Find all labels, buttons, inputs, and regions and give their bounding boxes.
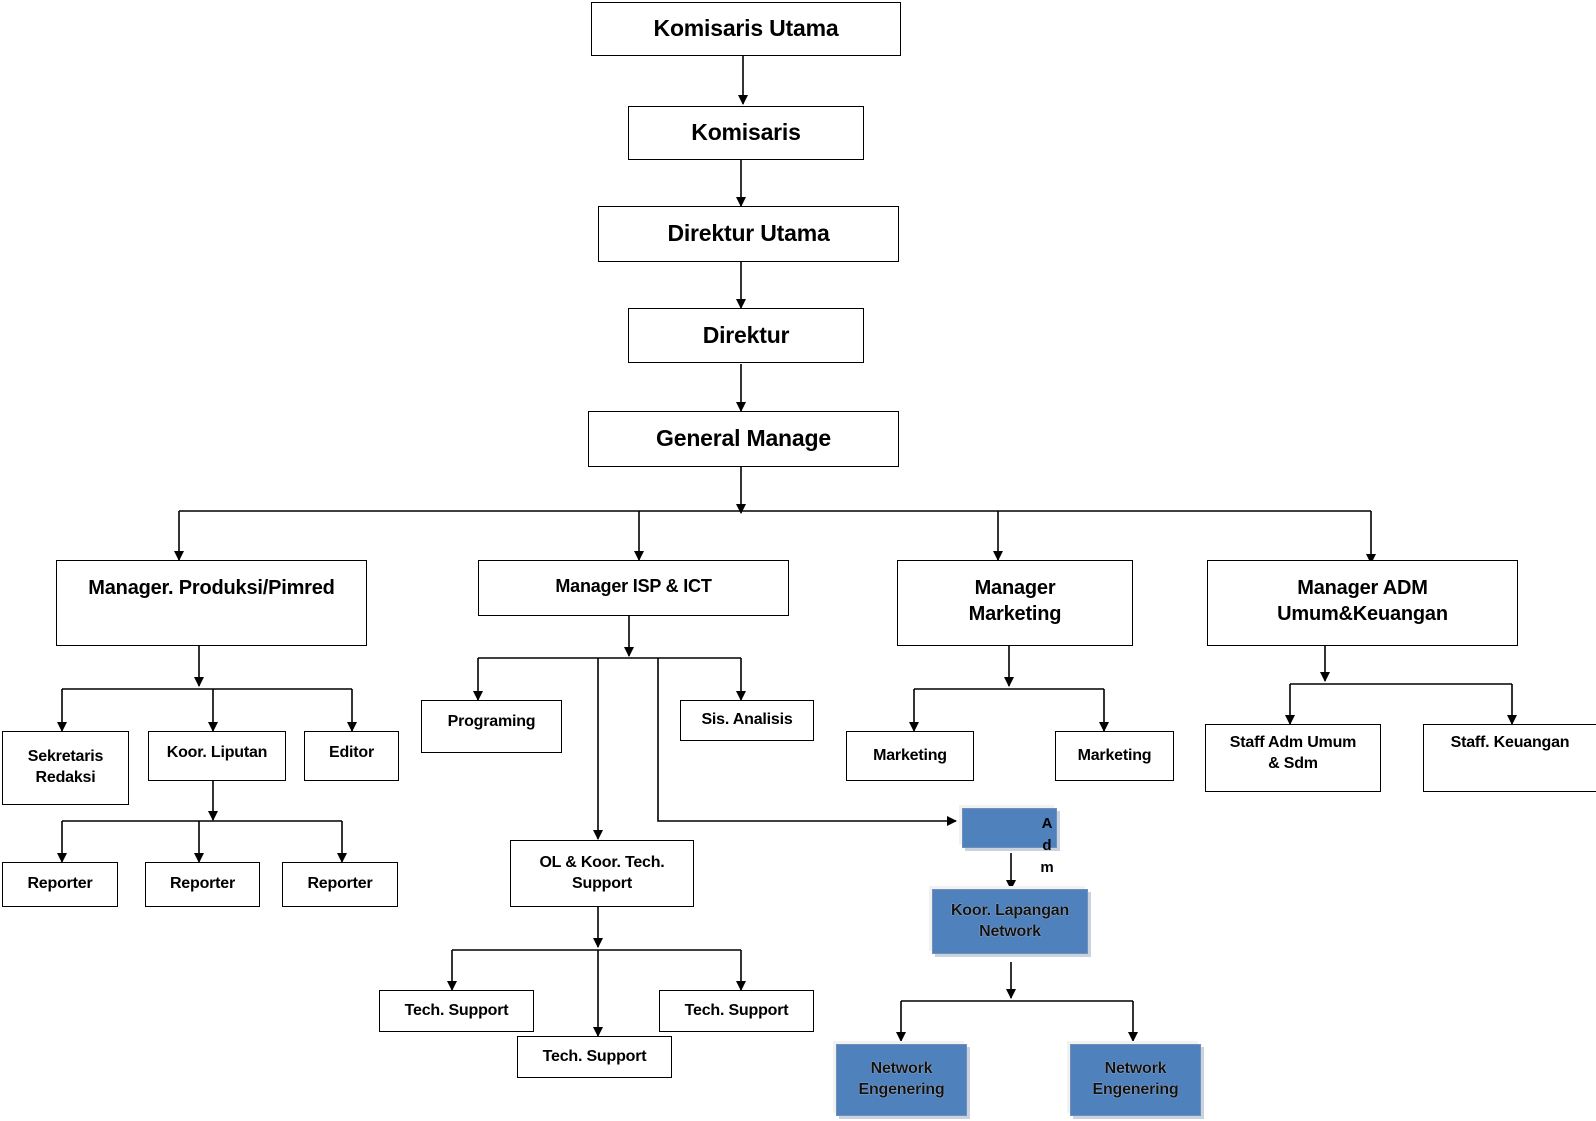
manager-isp-label: Manager ISP & ICT: [555, 576, 712, 596]
direktur-box: Direktur: [628, 308, 864, 363]
sekretaris-redaksi-box: Sekretaris Redaksi: [2, 731, 129, 805]
editor-label: Editor: [328, 744, 375, 761]
manager-marketing-box: Manager Marketing: [897, 560, 1133, 646]
reporter-box-2: Reporter: [145, 862, 260, 907]
manager-adm-box: Manager ADM Umum&Keuangan: [1207, 560, 1518, 646]
general-manager-label: General Manage: [656, 425, 831, 452]
direktur-label: Direktur: [702, 321, 790, 348]
tech-support-label-2: Tech. Support: [684, 1001, 789, 1019]
koor-lapangan-network-label: Koor. Lapangan Network: [950, 901, 1070, 940]
marketing-box-2: Marketing: [1055, 731, 1174, 781]
manager-isp-box: Manager ISP & ICT: [478, 560, 789, 616]
tech-support-box-1: Tech. Support: [379, 990, 534, 1032]
network-engenering-box-1: Network Engenering: [836, 1044, 967, 1116]
sis-analisis-box: Sis. Analisis: [680, 700, 814, 741]
manager-marketing-label: Manager Marketing: [968, 577, 1062, 625]
komisaris-utama-box: Komisaris Utama: [591, 2, 901, 56]
manager-produksi-box: Manager. Produksi/Pimred: [56, 560, 367, 646]
adm-box: [962, 808, 1057, 848]
koor-liputan-box: Koor. Liputan: [148, 731, 286, 781]
network-engenering-label-2: Network Engenering: [1092, 1060, 1179, 1098]
tech-support-label-3: Tech. Support: [542, 1047, 647, 1065]
direktur-utama-box: Direktur Utama: [598, 206, 899, 262]
sis-analisis-label: Sis. Analisis: [701, 711, 793, 728]
reporter-label-2: Reporter: [169, 875, 236, 893]
editor-box: Editor: [304, 731, 399, 781]
adm-label: A d m: [1040, 815, 1054, 876]
sekretaris-redaksi-label: Sekretaris Redaksi: [27, 748, 104, 786]
staff-keuangan-label: Staff. Keuangan: [1450, 734, 1570, 751]
tech-support-box-2: Tech. Support: [659, 990, 814, 1032]
general-manager-box: General Manage: [588, 411, 899, 467]
manager-produksi-label: Manager. Produksi/Pimred: [88, 577, 335, 599]
marketing-label-1: Marketing: [873, 746, 947, 764]
komisaris-label: Komisaris: [691, 119, 801, 146]
koor-lapangan-network-box: Koor. Lapangan Network: [932, 889, 1088, 954]
staff-adm-umum-label: Staff Adm Umum & Sdm: [1229, 734, 1357, 772]
tech-support-box-3: Tech. Support: [517, 1036, 672, 1078]
reporter-box-3: Reporter: [282, 862, 398, 907]
reporter-box-1: Reporter: [2, 862, 118, 907]
tech-support-label-1: Tech. Support: [404, 1001, 509, 1019]
manager-adm-label: Manager ADM Umum&Keuangan: [1277, 577, 1448, 625]
programing-label: Programing: [447, 713, 536, 730]
programing-box: Programing: [421, 700, 562, 753]
koor-liputan-label: Koor. Liputan: [166, 744, 268, 761]
marketing-box-1: Marketing: [846, 731, 974, 781]
reporter-label-1: Reporter: [27, 875, 93, 893]
network-engenering-label-1: Network Engenering: [858, 1060, 945, 1098]
direktur-utama-label: Direktur Utama: [667, 220, 830, 247]
ol-koor-tech-support-box: OL & Koor. Tech. Support: [510, 840, 694, 907]
reporter-label-3: Reporter: [307, 875, 373, 893]
marketing-label-2: Marketing: [1077, 746, 1152, 764]
staff-adm-umum-box: Staff Adm Umum & Sdm: [1205, 724, 1381, 792]
network-engenering-box-2: Network Engenering: [1070, 1044, 1201, 1116]
komisaris-utama-label: Komisaris Utama: [653, 15, 839, 42]
komisaris-box: Komisaris: [628, 106, 864, 160]
staff-keuangan-box: Staff. Keuangan: [1423, 724, 1596, 792]
ol-koor-tech-support-label: OL & Koor. Tech. Support: [539, 853, 665, 892]
